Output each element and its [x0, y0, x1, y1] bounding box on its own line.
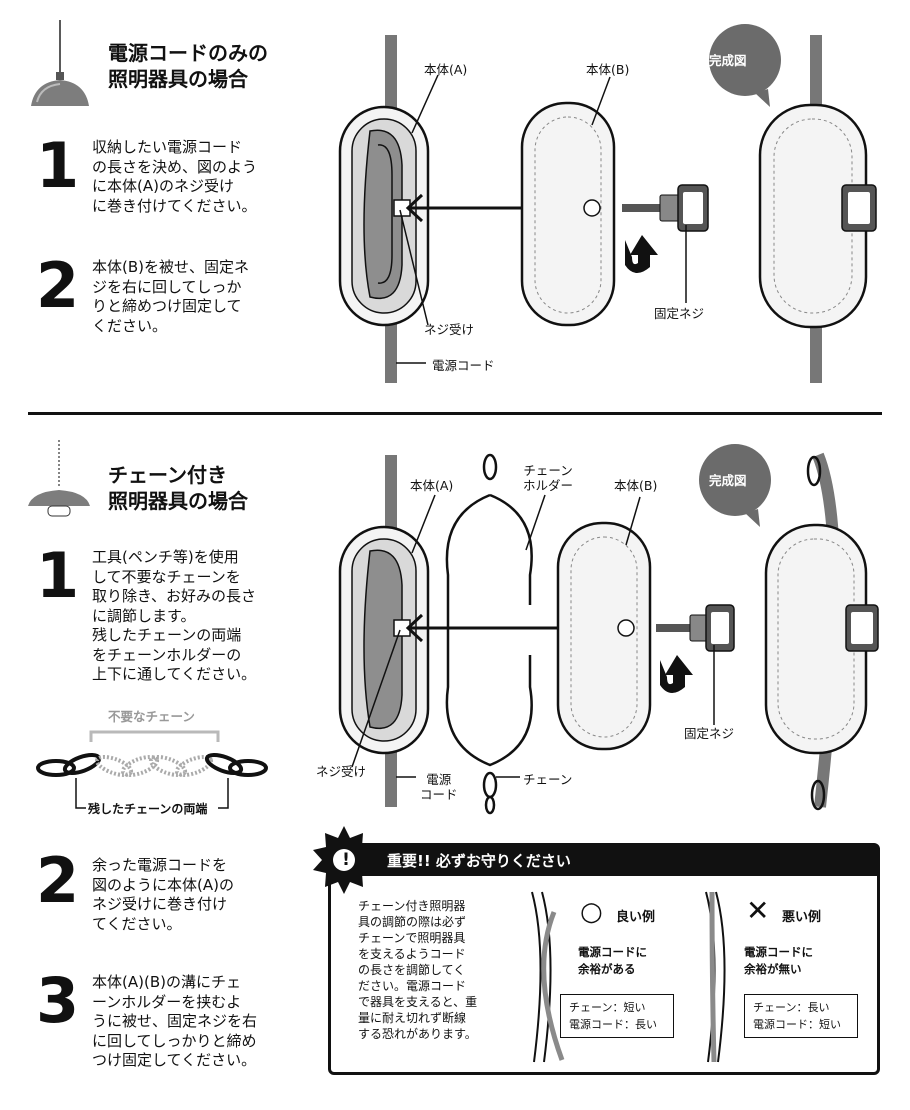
bad-desc: 電源コードに 余裕が無い: [744, 944, 813, 978]
good-label: 良い例: [616, 906, 655, 925]
text-line: 電源: [420, 772, 458, 787]
text-line: の長さを決め、図のよう: [92, 158, 257, 178]
pendant-lamp-icon: [25, 20, 95, 105]
label-remaining-chain: 残したチェーンの両端: [88, 800, 207, 817]
text-line: 工具(ペンチ等)を使用: [92, 548, 256, 568]
text-line: をチェーンホルダーの: [92, 646, 256, 666]
text-line: ネジ受けに巻き付け: [92, 895, 234, 915]
text-line: ーンホルダーを挟むよ: [92, 993, 257, 1013]
label-power-cord-2: 電源 コード: [420, 772, 458, 802]
bad-example-illustration: [686, 892, 738, 1062]
label-body-a-2: 本体(A): [410, 478, 453, 493]
section-divider: [28, 412, 882, 415]
text-line: チェーンで照明器具: [358, 930, 477, 946]
label-fixing-screw-2: 固定ネジ: [684, 726, 734, 741]
warning-body: チェーン付き照明器 具の調節の際は必ず チェーンで照明器具 を支えるようコード …: [358, 898, 477, 1042]
label-chain: チェーン: [523, 772, 572, 787]
text-line: に回してしっかりと締め: [92, 1032, 257, 1052]
bad-mark: ✕: [746, 896, 769, 926]
text-line: ジを右に回してしっか: [92, 278, 249, 298]
section1-title-line2: 照明器具の場合: [108, 66, 268, 92]
text-line: つけ固定してください。: [92, 1051, 257, 1071]
text-line: りと締めつけ固定して: [92, 297, 249, 317]
section2-step1-text: 工具(ペンチ等)を使用 して不要なチェーンを 取り除き、お好みの長さ に調節しま…: [92, 548, 256, 685]
text-line: ホルダー: [523, 478, 573, 493]
section1-diagram: [330, 35, 890, 385]
text-line: 上下に通してください。: [92, 665, 256, 685]
section2-step3-text: 本体(A)(B)の溝にチェ ーンホルダーを挟むよ うに被せ、固定ネジを右 に回し…: [92, 973, 257, 1071]
text-line: に巻き付けてください。: [92, 197, 257, 217]
text-line: ください。: [92, 317, 249, 337]
text-line: の長さを調節してく: [358, 962, 477, 978]
text-line: 電源コードに: [744, 944, 813, 961]
section1-step1-number: 1: [36, 135, 79, 197]
text-line: する恐れがあります。: [358, 1026, 477, 1042]
text-line: に本体(A)のネジ受け: [92, 177, 257, 197]
text-line: てください。: [92, 915, 234, 935]
label-screw-receiver: ネジ受け: [424, 322, 474, 337]
warning-heading: 重要!! 必ずお守りください: [331, 846, 877, 876]
text-line: 図のように本体(A)の: [92, 876, 234, 896]
text-line: 電源コード：長い: [569, 1016, 673, 1033]
body-b: [522, 103, 614, 325]
label-body-b-2: 本体(B): [614, 478, 657, 493]
chain-lamp-icon: [22, 440, 96, 520]
good-mark: ○: [580, 898, 603, 926]
chain-illustration: [36, 720, 266, 810]
text-line: 取り除き、お好みの長さ: [92, 587, 256, 607]
label-fixing-screw: 固定ネジ: [654, 306, 704, 321]
text-line: で器具を支えると、重: [358, 994, 477, 1010]
text-line: 残したチェーンの両端: [92, 626, 256, 646]
section1-title: 電源コードのみの 照明器具の場合: [108, 40, 268, 92]
text-line: 量に耐え切れず断線: [358, 1010, 477, 1026]
label-body-a: 本体(A): [424, 62, 467, 77]
text-line: 収納したい電源コード: [92, 138, 257, 158]
rotate-arrow-icon: [625, 235, 658, 273]
section1-step2-text: 本体(B)を被せ、固定ネ ジを右に回してしっか りと締めつけ固定して ください。: [92, 258, 249, 336]
section2-step2-number: 2: [36, 850, 79, 912]
label-power-cord: 電源コード: [432, 358, 495, 373]
text-line: ださい。電源コード: [358, 978, 477, 994]
text-line: うに被せ、固定ネジを右: [92, 1012, 257, 1032]
label-chain-holder: チェーン ホルダー: [523, 463, 573, 493]
badge-complete-text-2: 完成図: [709, 470, 747, 489]
good-box: チェーン：短い 電源コード：長い: [560, 994, 674, 1038]
text-line: チェーン：短い: [569, 999, 673, 1016]
text-line: 電源コード：短い: [753, 1016, 857, 1033]
section1-step1-text: 収納したい電源コード の長さを決め、図のよう に本体(A)のネジ受け に巻き付け…: [92, 138, 257, 216]
section2-step2-text: 余った電源コードを 図のように本体(A)の ネジ受けに巻き付け てください。: [92, 856, 234, 934]
text-line: 余裕が無い: [744, 961, 813, 978]
bad-label: 悪い例: [782, 906, 821, 925]
text-line: 本体(B)を被せ、固定ネ: [92, 258, 249, 278]
text-line: コード: [420, 787, 458, 802]
section2-title-line2: 照明器具の場合: [108, 488, 248, 514]
warning-icon-mark: !: [339, 850, 353, 870]
section2-diagram: [330, 455, 890, 810]
bad-box: チェーン：長い 電源コード：短い: [744, 994, 858, 1038]
label-screw-receiver-2: ネジ受け: [316, 764, 366, 779]
good-desc: 電源コードに 余裕がある: [578, 944, 647, 978]
section1-step2-number: 2: [36, 255, 79, 317]
section2-title-line1: チェーン付き: [108, 462, 248, 488]
text-line: して不要なチェーンを: [92, 568, 256, 588]
text-line: 余裕がある: [578, 961, 647, 978]
text-line: チェーン: [523, 463, 573, 478]
text-line: 本体(A)(B)の溝にチェ: [92, 973, 257, 993]
text-line: を支えるようコード: [358, 946, 477, 962]
section2-step1-number: 1: [36, 545, 79, 607]
section2-title: チェーン付き 照明器具の場合: [108, 462, 248, 514]
text-line: 具の調節の際は必ず: [358, 914, 477, 930]
badge-complete-text: 完成図: [709, 50, 747, 69]
text-line: に調節します。: [92, 607, 256, 627]
text-line: 電源コードに: [578, 944, 647, 961]
text-line: チェーン：長い: [753, 999, 857, 1016]
section1-title-line1: 電源コードのみの: [108, 40, 268, 66]
text-line: 余った電源コードを: [92, 856, 234, 876]
text-line: チェーン付き照明器: [358, 898, 477, 914]
section2-step3-number: 3: [36, 970, 79, 1032]
label-body-b: 本体(B): [586, 62, 629, 77]
